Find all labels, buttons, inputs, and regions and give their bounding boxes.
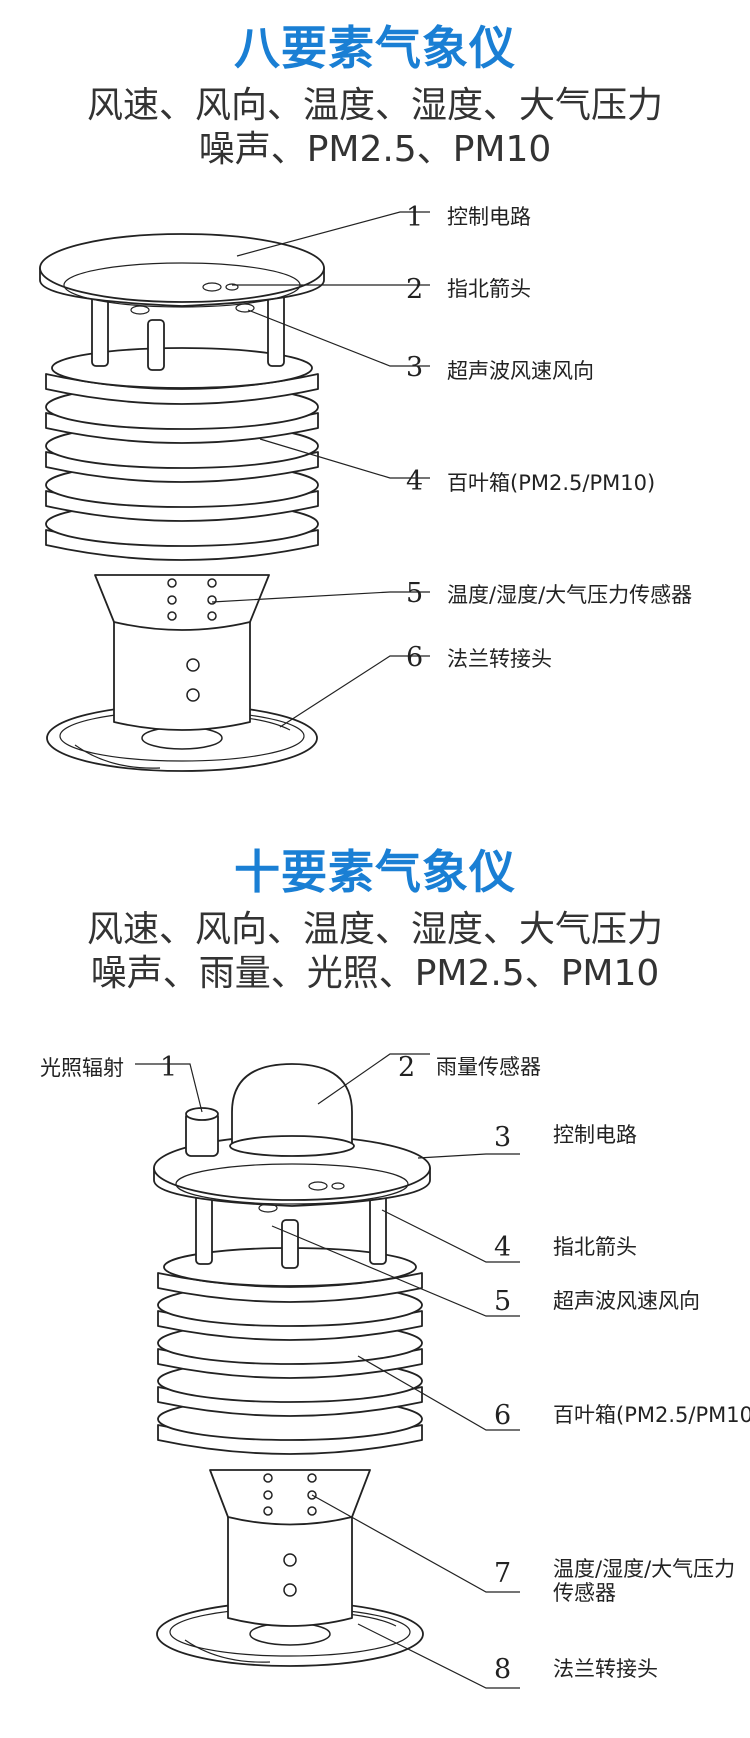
section1-title: 八要素气象仪 [234, 21, 516, 75]
callout-number: 1 [160, 1052, 177, 1083]
callout-label: 百叶箱(PM2.5/PM10) [447, 471, 655, 495]
callout-label: 指北箭头 [553, 1235, 637, 1259]
callout-number: 5 [406, 578, 423, 609]
ten-element-callouts: 光照辐射 1 2 雨量传感器 3 控制电路 4 指北箭头 5 超声波风速风向 6… [40, 1052, 750, 1685]
section2-subtitle-line2: 噪声、雨量、光照、PM2.5、PM10 [90, 953, 660, 994]
callout-label: 控制电路 [553, 1123, 637, 1147]
eight-element-callouts: 1 控制电路 2 指北箭头 3 超声波风速风向 4 百叶箱(PM2.5/PM10… [406, 202, 692, 673]
eight-element-weather-station-diagram: 1 控制电路 2 指北箭头 3 超声波风速风向 4 百叶箱(PM2.5/PM10… [39, 202, 692, 772]
callout-number: 4 [494, 1232, 511, 1263]
section2-subtitle-line1: 风速、风向、温度、湿度、大气压力 [86, 909, 663, 950]
callout-number: 1 [406, 202, 423, 233]
section2-title: 十要素气象仪 [234, 845, 516, 899]
callout-label: 超声波风速风向 [553, 1289, 700, 1313]
callout-number: 3 [406, 352, 423, 383]
callout-label: 光照辐射 [40, 1056, 124, 1080]
ten-element-device-drawing [153, 1063, 431, 1667]
eight-element-device-drawing [39, 233, 325, 772]
callout-label: 超声波风速风向 [447, 359, 594, 383]
callout-label: 指北箭头 [447, 277, 531, 301]
callout-number: 2 [398, 1052, 415, 1083]
callout-number: 5 [494, 1286, 511, 1317]
callout-label: 温度/湿度/大气压力 [553, 1557, 735, 1581]
callout-label: 传感器 [553, 1581, 616, 1605]
callout-number: 6 [494, 1400, 511, 1431]
callout-number: 3 [494, 1122, 511, 1153]
callout-label: 温度/湿度/大气压力传感器 [447, 583, 692, 607]
callout-number: 6 [406, 642, 423, 673]
callout-label: 法兰转接头 [447, 647, 552, 671]
callout-number: 2 [406, 274, 423, 305]
callout-label: 百叶箱(PM2.5/PM10) [553, 1403, 750, 1427]
callout-number: 8 [494, 1654, 511, 1685]
callout-label: 控制电路 [447, 205, 531, 229]
callout-label: 法兰转接头 [553, 1657, 658, 1681]
section1-subtitle-line2: 噪声、PM2.5、PM10 [198, 129, 552, 170]
callout-label: 雨量传感器 [436, 1055, 541, 1079]
callout-number: 7 [494, 1558, 511, 1589]
eight-element-leader-lines [211, 211, 430, 728]
ten-element-leader-lines [135, 1053, 520, 1689]
callout-number: 4 [406, 466, 423, 497]
ten-element-weather-station-diagram: 光照辐射 1 2 雨量传感器 3 控制电路 4 指北箭头 5 超声波风速风向 6… [40, 1052, 750, 1689]
section1-subtitle-line1: 风速、风向、温度、湿度、大气压力 [86, 85, 663, 126]
